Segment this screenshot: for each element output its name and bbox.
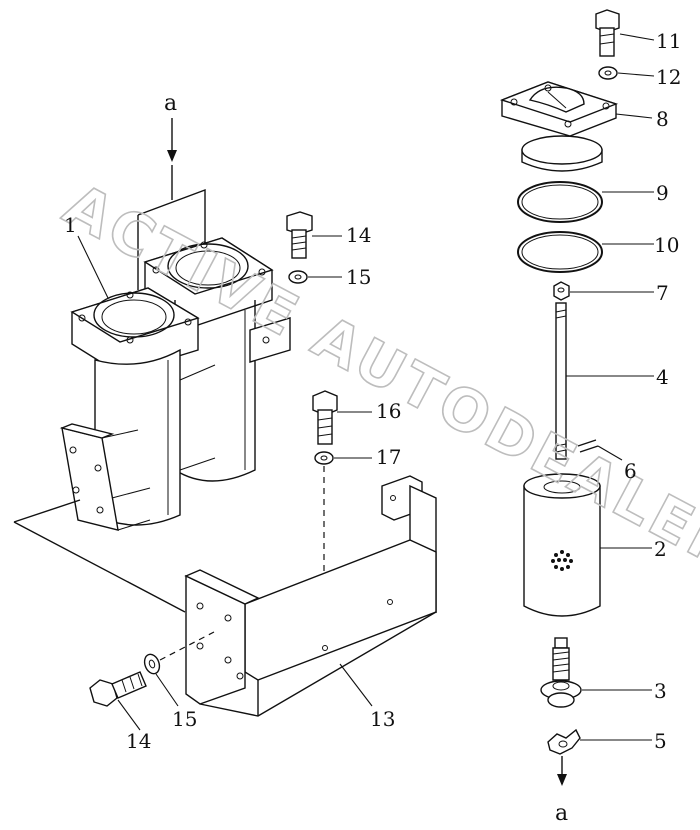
washer-15-upper <box>288 270 308 284</box>
center-rod-part-4 <box>555 302 567 460</box>
callout-17: 17 <box>376 445 401 469</box>
callout-16: 16 <box>376 399 401 423</box>
callout-15-lower: 15 <box>172 707 197 731</box>
callout-1: 1 <box>64 213 77 237</box>
callout-10: 10 <box>654 233 679 257</box>
callout-11: 11 <box>656 29 681 53</box>
callout-14-lower: 14 <box>126 729 151 753</box>
callout-9: 9 <box>656 181 669 205</box>
callout-8: 8 <box>656 107 669 131</box>
filter-head-part-1 <box>13 118 291 613</box>
callout-13: 13 <box>370 707 395 731</box>
bracket-part-13 <box>159 475 437 717</box>
gasket-part-6 <box>577 439 599 453</box>
callout-4: 4 <box>656 365 669 389</box>
ref-label-a-bottom: a <box>555 801 568 826</box>
washer-12 <box>598 66 618 80</box>
o-ring-part-10 <box>517 231 603 273</box>
callout-6: 6 <box>624 459 637 483</box>
callout-3: 3 <box>654 679 667 703</box>
callout-14-upper: 14 <box>346 223 371 247</box>
o-ring-part-9 <box>517 181 603 223</box>
nut-part-7 <box>553 281 570 301</box>
callout-7: 7 <box>656 281 669 305</box>
filter-element-part-2 <box>523 473 601 617</box>
washer-17 <box>314 451 334 465</box>
ref-label-a-top: a <box>164 91 177 116</box>
cover-part-8 <box>499 81 619 172</box>
washer-15-lower <box>143 653 161 675</box>
callout-2: 2 <box>654 537 667 561</box>
wing-nut-part-5 <box>547 728 581 755</box>
drain-valve-part-3 <box>540 637 582 708</box>
bolt-14-upper <box>286 211 313 259</box>
leader-lines <box>77 33 655 741</box>
bolt-11 <box>595 9 620 57</box>
callout-5: 5 <box>654 729 667 753</box>
callout-12: 12 <box>656 65 681 89</box>
bolt-14-lower <box>89 671 147 707</box>
bolt-16 <box>312 390 338 445</box>
callout-15-upper: 15 <box>346 265 371 289</box>
